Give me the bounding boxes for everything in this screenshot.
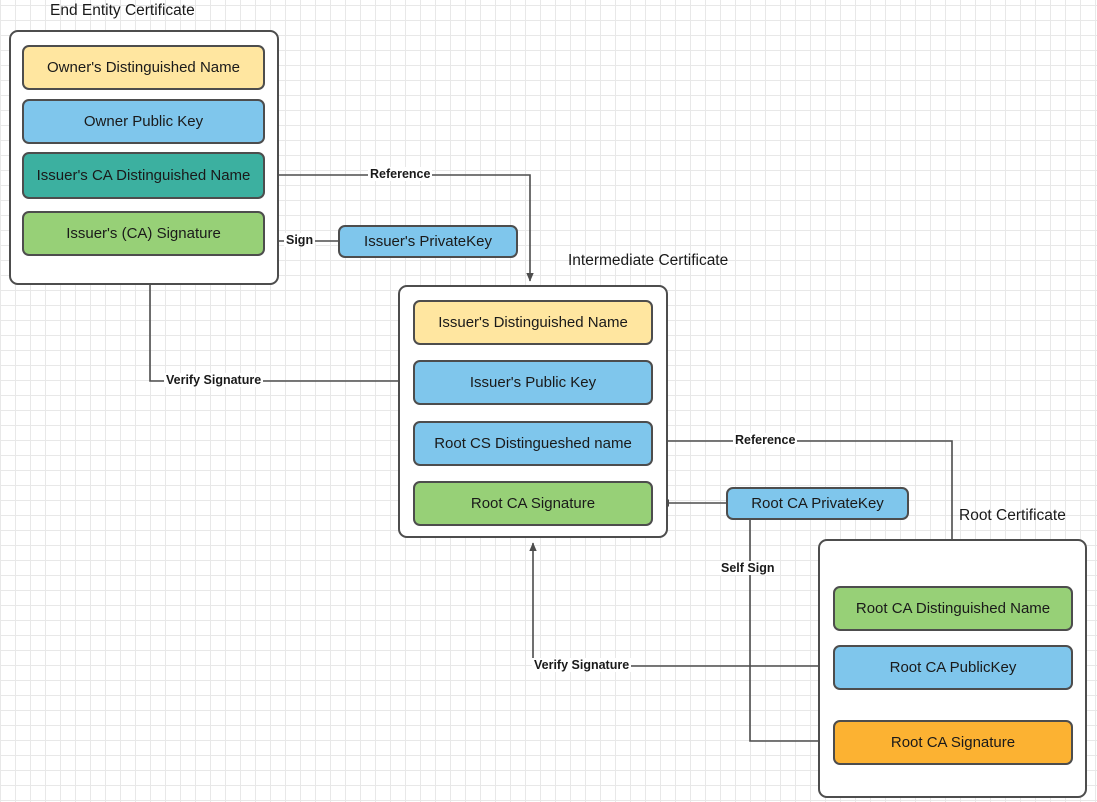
end-entity-field-issuer-ca-dn[interactable]: Issuer's CA Distinguished Name <box>22 152 265 199</box>
root-field-root-ca-signature[interactable]: Root CA Signature <box>833 720 1073 765</box>
issuer-private-key-node[interactable]: Issuer's PrivateKey <box>338 225 518 258</box>
root-field-root-ca-public-key[interactable]: Root CA PublicKey <box>833 645 1073 690</box>
end-entity-field-owner-dn[interactable]: Owner's Distinguished Name <box>22 45 265 90</box>
wire-self-sign <box>749 520 828 745</box>
edge-label-sign: Sign <box>284 233 316 247</box>
intermediate-field-issuer-dn[interactable]: Issuer's Distinguished Name <box>413 300 653 345</box>
root-ca-private-key-node[interactable]: Root CA PrivateKey <box>726 487 909 520</box>
root-field-root-ca-dn[interactable]: Root CA Distinguished Name <box>833 586 1073 631</box>
edge-label-reference-top: Reference <box>368 167 433 181</box>
intermediate-card-title: Intermediate Certificate <box>568 252 729 269</box>
edge-label-verify-signature-top: Verify Signature <box>164 373 264 387</box>
end-entity-card-title: End Entity Certificate <box>50 2 195 19</box>
wire-verify-bottom <box>529 542 833 667</box>
edge-label-self-sign: Self Sign <box>719 561 777 575</box>
intermediate-field-issuer-public-key[interactable]: Issuer's Public Key <box>413 360 653 405</box>
intermediate-field-root-ca-signature[interactable]: Root CA Signature <box>413 481 653 526</box>
edge-label-reference-mid: Reference <box>733 433 798 447</box>
root-card-title: Root Certificate <box>959 507 1066 524</box>
intermediate-field-root-cs-dn[interactable]: Root CS Distingueshed name <box>413 421 653 466</box>
end-entity-field-owner-public-key[interactable]: Owner Public Key <box>22 99 265 144</box>
end-entity-field-issuer-signature[interactable]: Issuer's (CA) Signature <box>22 211 265 256</box>
edge-label-verify-signature-bottom: Verify Signature <box>532 658 632 672</box>
